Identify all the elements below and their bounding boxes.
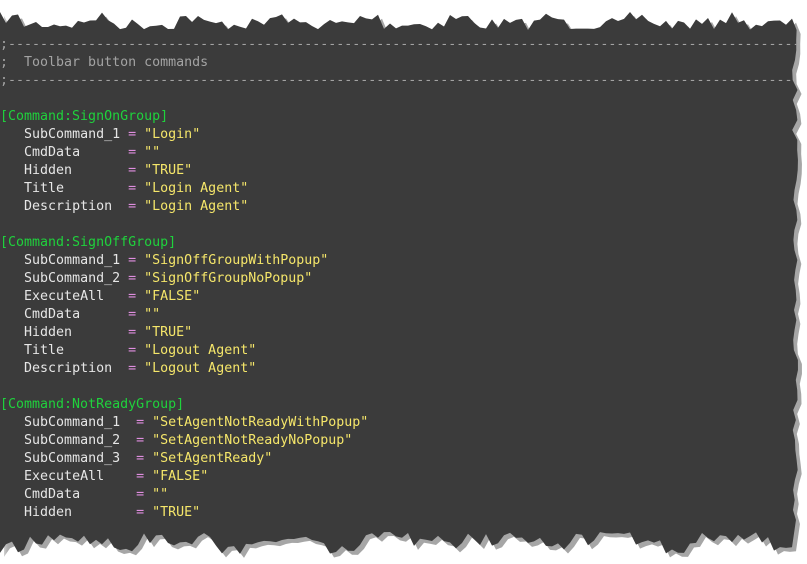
entry-value: "SignOffGroupNoPopup" xyxy=(144,271,313,286)
entry-key: Description xyxy=(24,361,113,376)
code-line: ; Toolbar button commands xyxy=(0,54,798,72)
entry-key: Title xyxy=(24,181,65,196)
code-line: SubCommand_1 = "Login" xyxy=(0,126,798,144)
entry-key: SubCommand_1 xyxy=(24,127,121,142)
entry-value: "SignOffGroupWithPopup" xyxy=(144,253,329,268)
code-line: SubCommand_2 = "SignOffGroupNoPopup" xyxy=(0,270,798,288)
entry-key: ExecuteAll xyxy=(24,289,105,304)
entry-value: "TRUE" xyxy=(144,163,193,178)
equals-operator: = xyxy=(136,415,145,430)
code-line: SubCommand_1 = "SignOffGroupWithPopup" xyxy=(0,252,798,270)
entry-value: "" xyxy=(152,487,169,502)
entry-key: SubCommand_1 xyxy=(24,253,121,268)
entry-value: "TRUE" xyxy=(144,325,193,340)
entry-key: Hidden xyxy=(24,505,73,520)
equals-operator: = xyxy=(136,487,145,502)
equals-operator: = xyxy=(128,271,137,286)
code-line: ;---------------------------------------… xyxy=(0,72,807,90)
entry-key: Title xyxy=(24,343,65,358)
entry-key: Description xyxy=(24,199,113,214)
code-line: Hidden = "TRUE" xyxy=(0,324,798,342)
code-line: Hidden = "TRUE" xyxy=(0,162,798,180)
code-line: CmdData = "" xyxy=(0,306,798,324)
entry-key: SubCommand_2 xyxy=(24,433,121,448)
code-line: [Command:SignOnGroup] xyxy=(0,108,798,126)
code-line: Title = "Logout Agent" xyxy=(0,342,798,360)
code-line: Description = "Logout Agent" xyxy=(0,360,798,378)
code-line xyxy=(0,90,798,108)
equals-operator: = xyxy=(128,199,137,214)
section-header: [Command:SignOnGroup] xyxy=(0,109,169,124)
entry-value: "SetAgentReady" xyxy=(152,451,273,466)
entry-value: "Login" xyxy=(144,127,201,142)
code-line: ExecuteAll = "FALSE" xyxy=(0,468,798,486)
section-header: [Command:SignOffGroup] xyxy=(0,235,177,250)
entry-key: SubCommand_2 xyxy=(24,271,121,286)
equals-operator: = xyxy=(128,181,137,196)
entry-value: "SetAgentNotReadyNoPopup" xyxy=(152,433,353,448)
equals-operator: = xyxy=(136,469,145,484)
entry-value: "Login Agent" xyxy=(144,181,249,196)
equals-operator: = xyxy=(128,127,137,142)
entry-key: CmdData xyxy=(24,487,81,502)
code-line: CmdData = "" xyxy=(0,486,798,504)
entry-key: SubCommand_3 xyxy=(24,451,121,466)
entry-key: Hidden xyxy=(24,325,73,340)
equals-operator: = xyxy=(128,361,137,376)
code-line: Hidden = "TRUE" xyxy=(0,504,798,522)
code-line: Title = "Login Agent" xyxy=(0,180,798,198)
entry-key: CmdData xyxy=(24,145,81,160)
equals-operator: = xyxy=(128,325,137,340)
code-line: [Command:NotReadyGroup] xyxy=(0,396,798,414)
entry-value: "Login Agent" xyxy=(144,199,249,214)
entry-value: "FALSE" xyxy=(152,469,209,484)
entry-key: SubCommand_1 xyxy=(24,415,121,430)
equals-operator: = xyxy=(136,451,145,466)
equals-operator: = xyxy=(136,433,145,448)
equals-operator: = xyxy=(136,505,145,520)
entry-value: "" xyxy=(144,145,161,160)
entry-key: Hidden xyxy=(24,163,73,178)
entry-value: "Logout Agent" xyxy=(144,343,257,358)
equals-operator: = xyxy=(128,253,137,268)
entry-key: CmdData xyxy=(24,307,81,322)
entry-value: "FALSE" xyxy=(144,289,201,304)
code-line: SubCommand_2 = "SetAgentNotReadyNoPopup" xyxy=(0,432,798,450)
comment-line: ;---------------------------------------… xyxy=(0,37,807,52)
equals-operator: = xyxy=(128,289,137,304)
entry-value: "" xyxy=(144,307,161,322)
entry-value: "SetAgentNotReadyWithPopup" xyxy=(152,415,369,430)
code-line: SubCommand_1 = "SetAgentNotReadyWithPopu… xyxy=(0,414,798,432)
equals-operator: = xyxy=(128,307,137,322)
code-line xyxy=(0,216,798,234)
code-line: ExecuteAll = "FALSE" xyxy=(0,288,798,306)
equals-operator: = xyxy=(128,163,137,178)
section-header: [Command:NotReadyGroup] xyxy=(0,397,185,412)
code-line: CmdData = "" xyxy=(0,144,798,162)
comment-line: ; Toolbar button commands xyxy=(0,55,209,70)
entry-key: ExecuteAll xyxy=(24,469,105,484)
comment-line: ;---------------------------------------… xyxy=(0,73,807,88)
entry-value: "Logout Agent" xyxy=(144,361,257,376)
entry-value: "TRUE" xyxy=(152,505,201,520)
code-line: [Command:SignOffGroup] xyxy=(0,234,798,252)
equals-operator: = xyxy=(128,343,137,358)
ini-code-view: ;---------------------------------------… xyxy=(0,36,807,522)
code-line: SubCommand_3 = "SetAgentReady" xyxy=(0,450,798,468)
code-line: Description = "Login Agent" xyxy=(0,198,798,216)
code-line: ;---------------------------------------… xyxy=(0,36,807,54)
code-line xyxy=(0,378,798,396)
equals-operator: = xyxy=(128,145,137,160)
